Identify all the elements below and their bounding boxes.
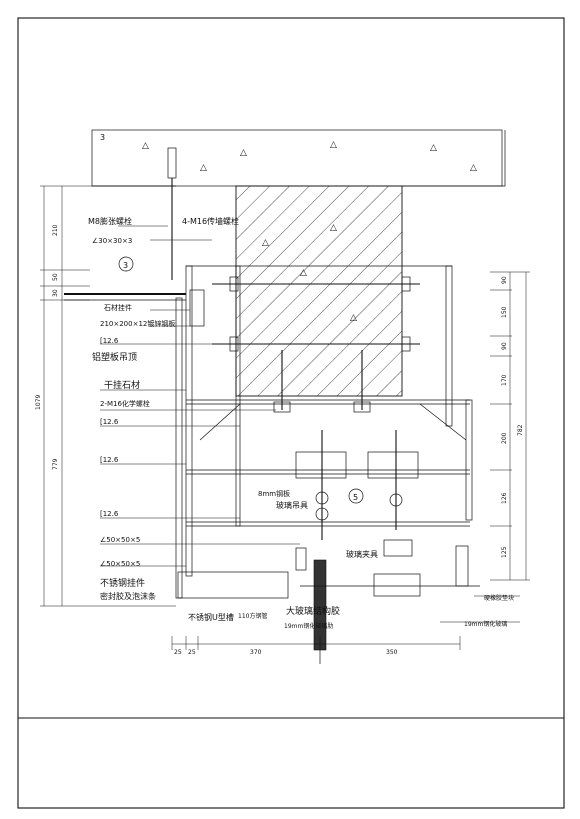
dim-bottom-25a: 25	[174, 649, 182, 656]
left-dimensions	[40, 185, 176, 607]
label-channel-3: [12.6	[100, 510, 119, 518]
label-glass-fin: 19mm钢化玻璃肋	[284, 622, 333, 630]
label-angle-30: ∠30×30×3	[92, 237, 132, 245]
svg-text:△: △	[142, 141, 149, 151]
label-stainless-hanger: 不锈钢挂件	[100, 577, 145, 589]
svg-text:△: △	[330, 140, 337, 150]
label-angle-50-b: ∠50×50×5	[100, 560, 140, 568]
sheet-border	[17, 17, 565, 809]
label-m16-chemical-bolt: 2-M16化学螺栓	[100, 399, 150, 408]
svg-text:△: △	[350, 313, 357, 323]
dim-right-125: 125	[501, 546, 508, 558]
label-steel-8mm: 8mm钢板	[258, 489, 290, 498]
dim-right-782: 782	[517, 424, 524, 436]
dim-right-200: 200	[501, 432, 508, 444]
glass-base	[177, 545, 480, 664]
dim-right-170: 170	[501, 374, 508, 386]
dim-left-total: 1079	[35, 395, 42, 410]
dim-right-90b: 90	[501, 342, 508, 350]
label-square-tube: 110方钢管	[238, 612, 267, 620]
label-stone-hanger: 石材挂件	[104, 303, 132, 312]
callout-5: 5	[353, 493, 358, 502]
callout-3: 3	[123, 261, 128, 270]
label-hard-rubber: 硬橡胶垫块	[484, 594, 514, 602]
svg-text:△: △	[200, 163, 207, 173]
label-glass-clamp: 玻璃夹具	[346, 549, 378, 559]
label-dry-hang-stone: 干挂石材	[104, 379, 140, 391]
label-channel-1: [12.6	[100, 418, 119, 426]
through-bolts	[212, 276, 420, 352]
dim-left-50: 50	[52, 273, 59, 281]
svg-text:△: △	[300, 268, 307, 278]
svg-text:3: 3	[100, 133, 105, 142]
dim-right-126: 126	[501, 492, 508, 504]
label-steel-plate: 210×200×12镀锌钢板	[100, 319, 175, 328]
leader-lines	[100, 225, 520, 623]
concrete-beam: △ △ △ △	[235, 185, 403, 397]
bottom-dimensions	[171, 636, 461, 650]
svg-text:△: △	[470, 163, 477, 173]
label-m16-through-bolt: 4-M16传墙螺栓	[182, 216, 239, 226]
dim-left-210: 210	[52, 224, 59, 236]
dim-bottom-25b: 25	[188, 649, 196, 656]
label-angle-50-a: ∠50×50×5	[100, 536, 140, 544]
svg-text:△: △	[262, 238, 269, 248]
ceiling-and-stone	[64, 147, 205, 599]
hanger-assembly	[273, 350, 419, 571]
svg-text:△: △	[430, 143, 437, 153]
dim-bottom-350: 350	[386, 649, 398, 656]
dim-bottom-370: 370	[250, 649, 262, 656]
label-channel-2: [12.6	[100, 456, 119, 464]
label-stainless-groove: 不锈钢U型槽	[188, 612, 234, 622]
dim-right-90: 90	[501, 276, 508, 284]
label-sealant: 密封胶及泡沫条	[100, 591, 156, 601]
dim-left-30: 30	[52, 289, 59, 297]
glass-clamp	[373, 539, 421, 597]
label-m8-bolt: M8膨张螺栓	[88, 216, 132, 226]
callout-5-circle	[348, 488, 364, 504]
callout-3-circle	[118, 256, 134, 272]
dim-right-150: 150	[501, 306, 508, 318]
svg-text:△: △	[240, 148, 247, 158]
label-structural-sealant: 大玻璃结构胶	[286, 605, 340, 617]
label-glass-hanger: 玻璃吊具	[276, 500, 308, 510]
label-channel-top: [12.6	[100, 337, 119, 345]
svg-text:△: △	[330, 223, 337, 233]
label-glass-19mm: 19mm钢化玻璃	[464, 620, 507, 628]
label-aluminum-ceiling: 铝塑板吊顶	[92, 351, 137, 363]
right-dimensions	[490, 271, 530, 581]
dim-left-779: 779	[52, 458, 59, 470]
